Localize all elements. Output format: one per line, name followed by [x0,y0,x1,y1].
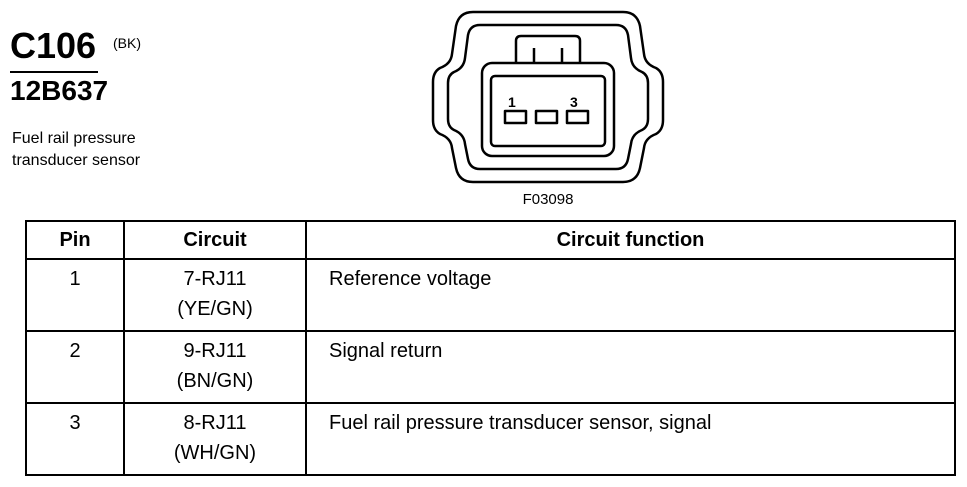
part-number: 12B637 [10,75,109,106]
terminal-pin-3 [565,109,590,125]
wire-color: (WH/GN) [173,442,257,464]
circuit-function: Signal return [305,330,956,404]
column-header-circuit: Circuit [123,220,307,260]
pin-label-3: 3 [570,94,578,110]
circuit-cell: 9-RJ11 (BN/GN) [123,330,307,404]
connector-latch [514,34,582,62]
terminal-pin-1 [503,109,528,125]
pin-number: 2 [25,330,125,404]
connector-outer-housing [431,10,665,184]
title-divider [10,71,98,73]
table-header-row: Pin Circuit Circuit function [25,220,956,260]
table-row: 1 7-RJ11 (YE/GN) Reference voltage [25,258,956,332]
column-header-pin: Pin [25,220,125,260]
table-row: 3 8-RJ11 (WH/GN) Fuel rail pressure tran… [25,402,956,476]
circuit-number: 9-RJ11 [183,340,247,362]
pin-number: 3 [25,402,125,476]
terminal-cavity-outer [480,61,616,158]
circuit-number: 7-RJ11 [183,268,247,290]
column-header-function: Circuit function [305,220,956,260]
terminal-cavity-inner [489,74,607,148]
pin-label-1: 1 [508,94,516,110]
figure-code: F03098 [522,191,574,208]
table-row: 2 9-RJ11 (BN/GN) Signal return [25,330,956,404]
connector-color-code: (BK) [113,35,141,51]
circuit-cell: 7-RJ11 (YE/GN) [123,258,307,332]
terminal-pin-2 [534,109,559,125]
connector-face-diagram: 1 3 [431,10,665,184]
description-line-2: transducer sensor [12,152,141,169]
connector-id: C106 [10,25,97,66]
component-description: Fuel rail pressure transducer sensor [12,128,212,172]
pin-number: 1 [25,258,125,332]
circuit-cell: 8-RJ11 (WH/GN) [123,402,307,476]
description-line-1: Fuel rail pressure [12,130,136,147]
wire-color: (YE/GN) [177,298,253,320]
circuit-function: Fuel rail pressure transducer sensor, si… [305,402,956,476]
wire-color: (BN/GN) [176,370,254,392]
circuit-number: 8-RJ11 [183,412,247,434]
circuit-function: Reference voltage [305,258,956,332]
connector-inner-housing [446,23,650,171]
pin-circuit-table: Pin Circuit Circuit function 1 7-RJ11 (Y… [25,220,956,476]
